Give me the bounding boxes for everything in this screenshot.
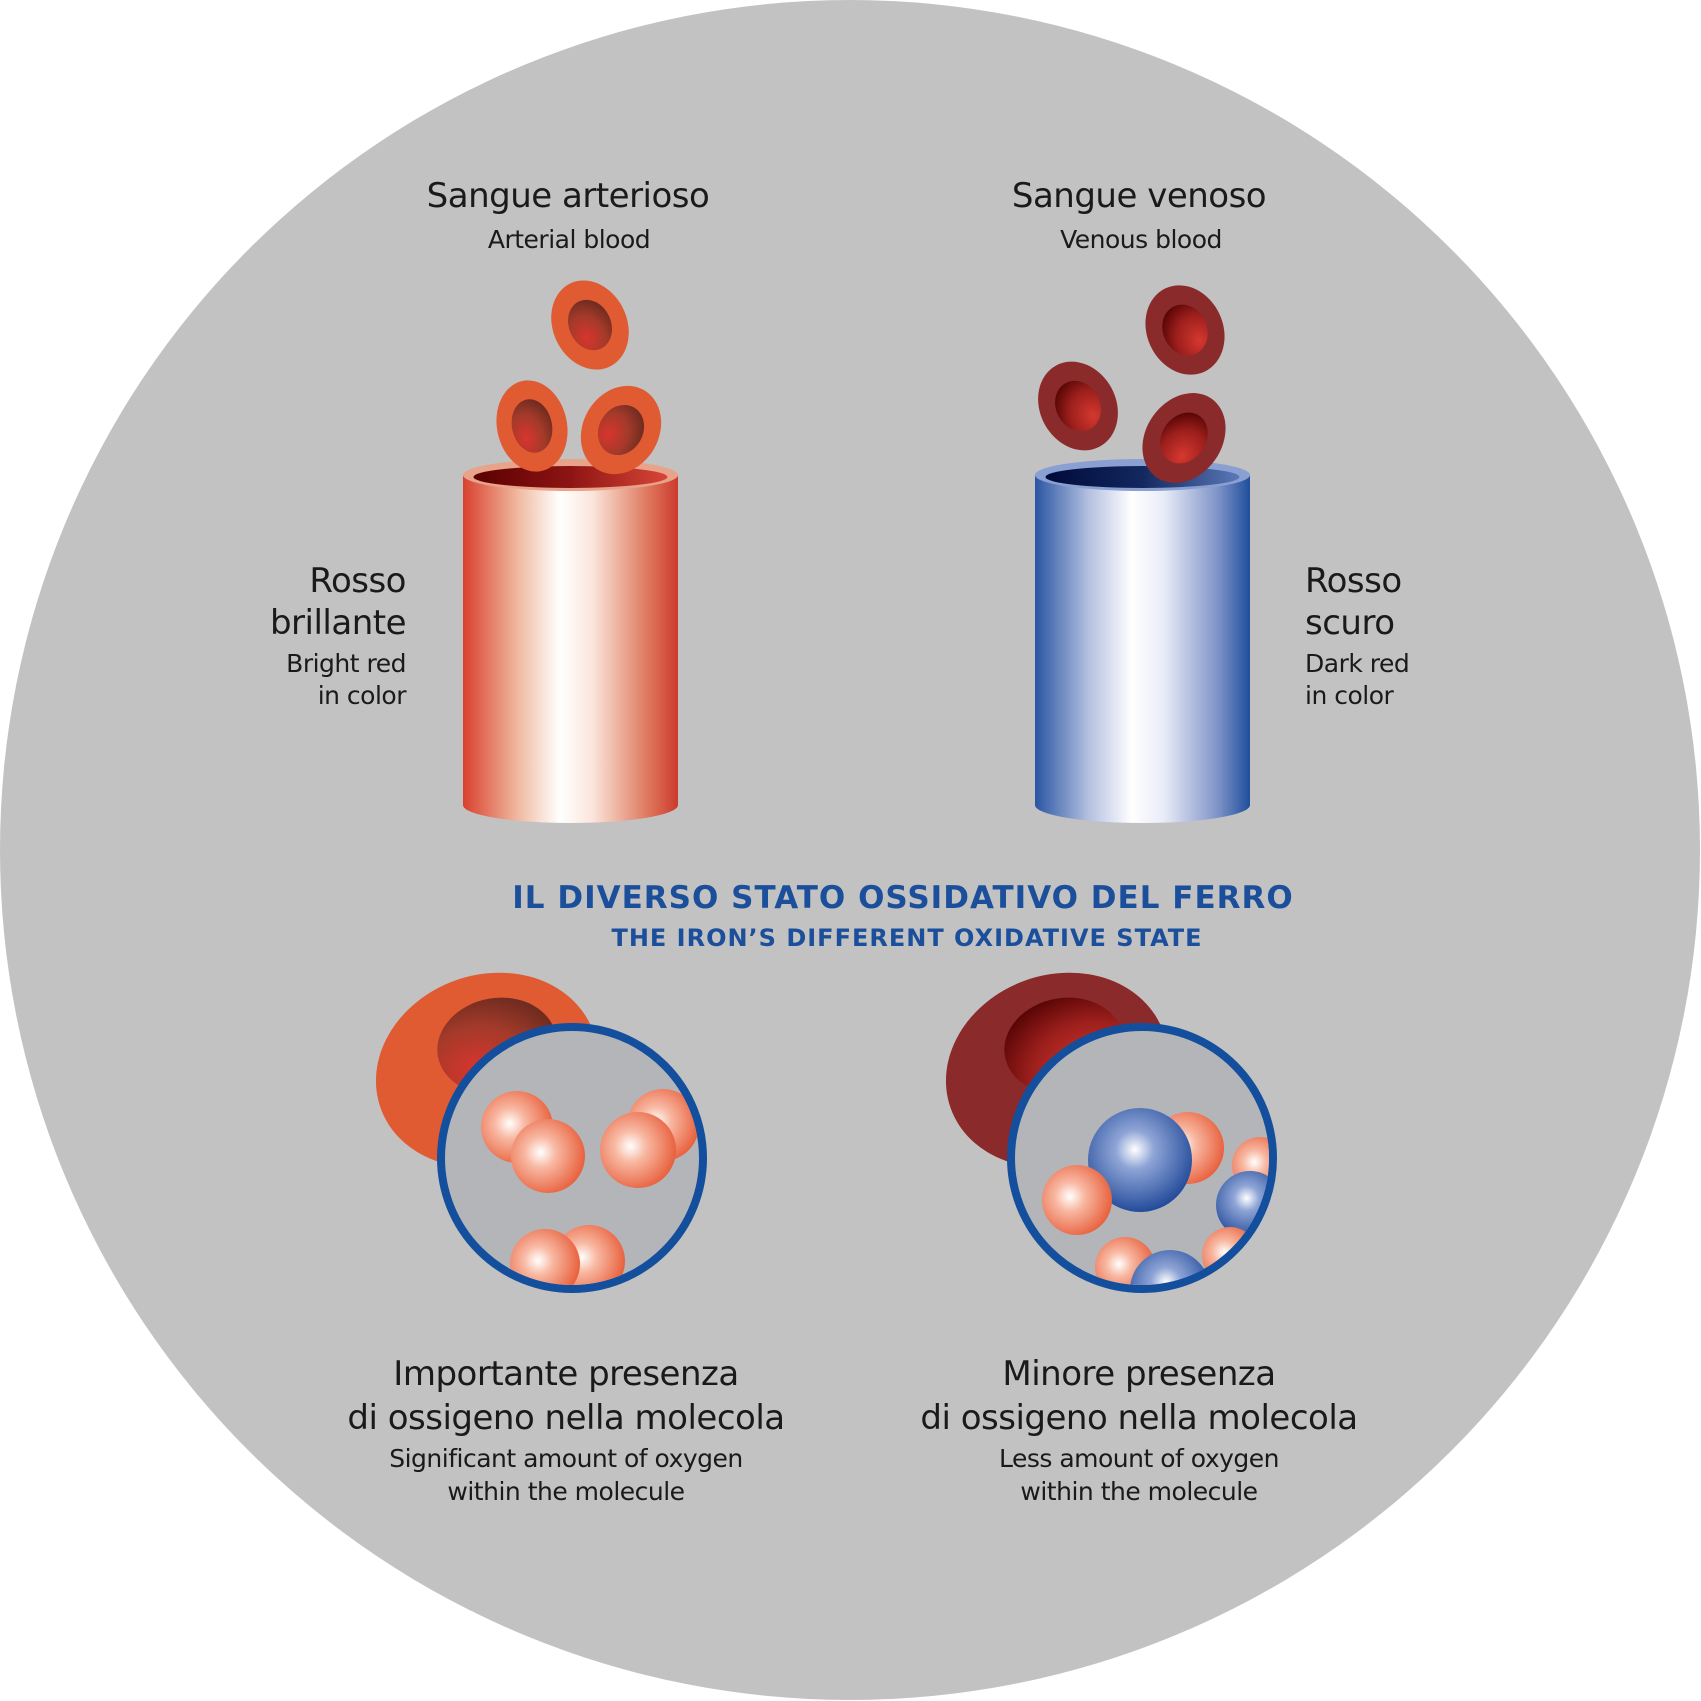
oxygen-molecules-magnifier-icon bbox=[437, 1023, 707, 1293]
oxygenated-caption: Importante presenza di ossigeno nella mo… bbox=[347, 1352, 785, 1508]
artery-cylinder-icon bbox=[463, 459, 678, 823]
arterial-color-en-line-1: Bright red bbox=[286, 649, 406, 678]
oxygenated-caption-it-line-2: di ossigeno nella molecola bbox=[347, 1398, 785, 1438]
iron-oxygen-molecules-magnifier-icon bbox=[1007, 1023, 1277, 1293]
oxygenated-caption-en-line-2: within the molecule bbox=[447, 1477, 685, 1506]
deoxygenated-caption: Minore presenza di ossigeno nella moleco… bbox=[920, 1352, 1358, 1508]
deoxygenated-caption-it-line-1: Minore presenza bbox=[1002, 1354, 1276, 1394]
venous-color-en-line-2: in color bbox=[1305, 681, 1394, 710]
venous-color-label: Rosso scuro Dark red in color bbox=[1305, 560, 1410, 712]
deoxygenated-caption-it-line-2: di ossigeno nella molecola bbox=[920, 1398, 1358, 1438]
oxygenated-caption-en-line-1: Significant amount of oxygen bbox=[389, 1444, 743, 1473]
red-blood-cell-icon bbox=[1038, 285, 1226, 483]
arterial-color-it-line-2: brillante bbox=[269, 603, 407, 643]
deoxygenated-caption-en-line-2: within the molecule bbox=[1020, 1477, 1258, 1506]
red-blood-cell-icon bbox=[496, 280, 662, 475]
venous-title-en: Venous blood bbox=[1060, 225, 1222, 254]
venous-color-it-line-2: scuro bbox=[1305, 603, 1395, 643]
arterial-title-en: Arterial blood bbox=[487, 225, 651, 254]
vein-cylinder-icon bbox=[1035, 459, 1250, 823]
venous-color-it-line-1: Rosso bbox=[1305, 561, 1402, 601]
deoxygenated-caption-en-line-1: Less amount of oxygen bbox=[998, 1444, 1280, 1473]
arterial-color-it-line-1: Rosso bbox=[309, 561, 406, 601]
arterial-title-it: Sangue arterioso bbox=[426, 176, 710, 216]
arterial-color-label: Rosso brillante Bright red in color bbox=[269, 560, 407, 712]
oxygenated-caption-it-line-1: Importante presenza bbox=[393, 1354, 739, 1394]
venous-color-en-line-1: Dark red bbox=[1305, 649, 1410, 678]
heading-en: THE IRON’S DIFFERENT OXIDATIVE STATE bbox=[611, 924, 1203, 952]
venous-title-it: Sangue venoso bbox=[1011, 176, 1267, 216]
arterial-color-en-line-2: in color bbox=[317, 681, 407, 710]
heading-it: IL DIVERSO STATO OSSIDATIVO DEL FERRO bbox=[512, 880, 1294, 916]
